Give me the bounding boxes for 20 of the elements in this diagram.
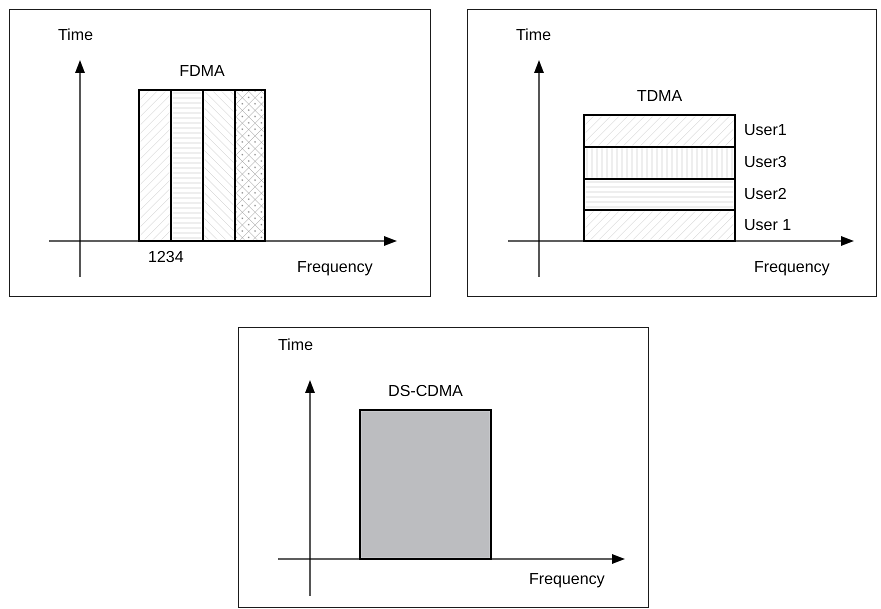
scheme-heading: TDMA — [636, 88, 682, 106]
user-label: User 1 — [744, 216, 792, 234]
axis-label: Time — [58, 26, 93, 46]
frequency-channel — [202, 89, 236, 242]
axis-label: Frequency — [529, 570, 605, 590]
channel-numbers: 1234 — [148, 248, 184, 268]
chart-panel — [467, 9, 877, 297]
scheme-heading: FDMA — [179, 63, 225, 81]
axis-label: Time — [516, 26, 551, 46]
chart-panel — [9, 9, 431, 297]
axis-label: Frequency — [754, 258, 830, 278]
scheme-heading: DS-CDMA — [388, 383, 463, 401]
user-label: User2 — [744, 186, 787, 204]
user-label: User1 — [744, 122, 787, 140]
axis-label: Frequency — [297, 258, 373, 278]
frequency-channel — [138, 89, 172, 242]
frequency-channel — [234, 89, 266, 242]
user-label: User3 — [744, 154, 787, 172]
chart-panel — [238, 327, 649, 608]
axis-label: Time — [278, 336, 313, 356]
